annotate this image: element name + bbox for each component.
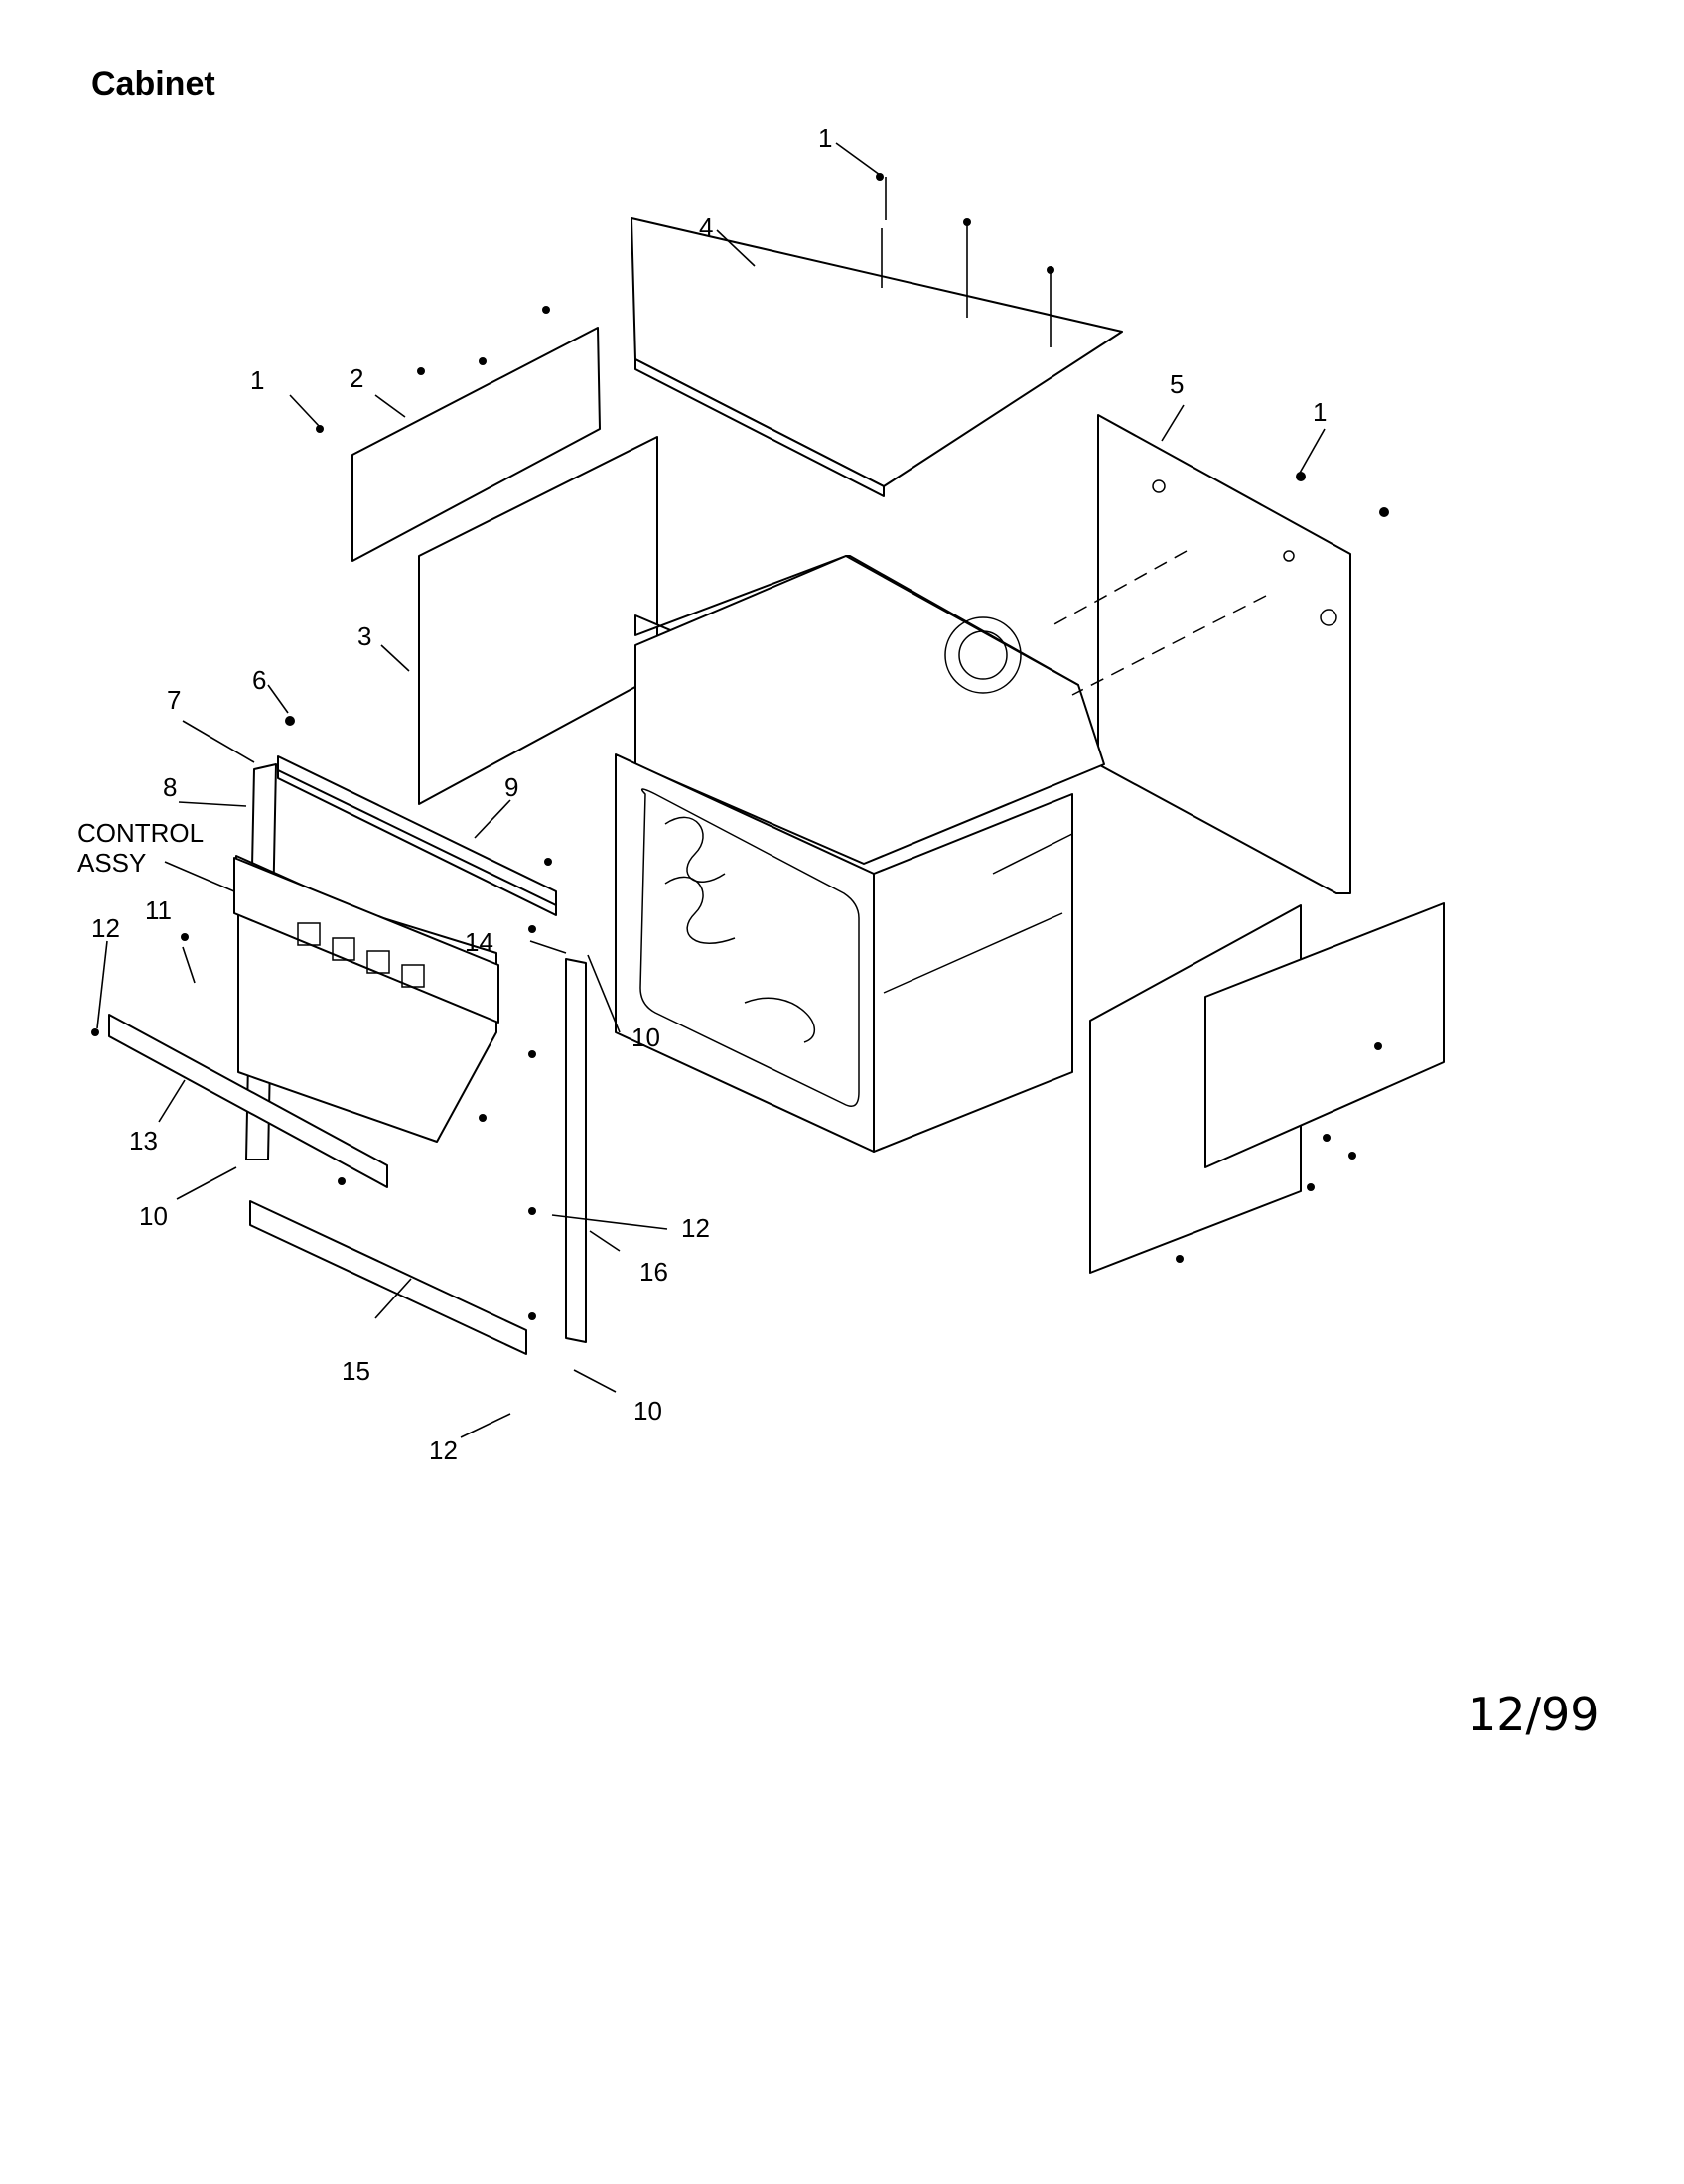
top-panel xyxy=(631,177,1123,497)
callout-11: 11 xyxy=(145,895,172,925)
callout-5: 5 xyxy=(1170,369,1184,399)
alignment-lines xyxy=(1052,550,1267,696)
bottom-trim xyxy=(249,1200,527,1355)
callout-14: 14 xyxy=(465,927,493,957)
callout-9: 9 xyxy=(504,772,518,802)
callout-8: 8 xyxy=(163,772,177,802)
side-panel-upper-left xyxy=(351,327,601,562)
callout-1-left: 1 xyxy=(250,365,264,395)
callout-10-left: 10 xyxy=(139,1201,168,1231)
callout-1-right: 1 xyxy=(1313,397,1327,427)
page-title: Cabinet xyxy=(91,66,215,103)
callout-3: 3 xyxy=(357,621,371,651)
callout-12-mid: 12 xyxy=(681,1213,710,1243)
callout-10-mid: 10 xyxy=(632,1023,660,1052)
callout-2: 2 xyxy=(350,363,363,393)
callout-7: 7 xyxy=(167,685,181,715)
callout-6: 6 xyxy=(252,665,266,695)
page-date: 12/99 xyxy=(1468,1688,1600,1741)
callout-10-bottom: 10 xyxy=(633,1396,662,1426)
leader-lines xyxy=(96,142,1326,1438)
callout-15: 15 xyxy=(342,1356,370,1386)
callout-13: 13 xyxy=(129,1126,158,1156)
callout-12-left: 12 xyxy=(91,913,120,943)
control-assembly xyxy=(233,857,499,1024)
top-trim-strip xyxy=(277,755,557,906)
lower-trim xyxy=(108,1014,388,1188)
callout-16: 16 xyxy=(639,1257,668,1287)
callout-control-line1: CONTROL xyxy=(77,818,204,848)
callouts: 1 4 1 2 5 1 3 6 7 8 9 CONTROL ASSY 11 12… xyxy=(77,123,1327,1465)
rear-panel-lower-right xyxy=(1089,902,1445,1274)
side-panel-right xyxy=(1097,414,1351,894)
callout-control-line2: ASSY xyxy=(77,848,146,878)
oven-chassis xyxy=(615,555,1105,1153)
callout-4: 4 xyxy=(699,212,713,242)
callout-1-top: 1 xyxy=(818,123,832,153)
callout-12-bottom: 12 xyxy=(429,1435,458,1465)
screws xyxy=(91,173,1389,1320)
vertical-trim xyxy=(565,958,587,1343)
